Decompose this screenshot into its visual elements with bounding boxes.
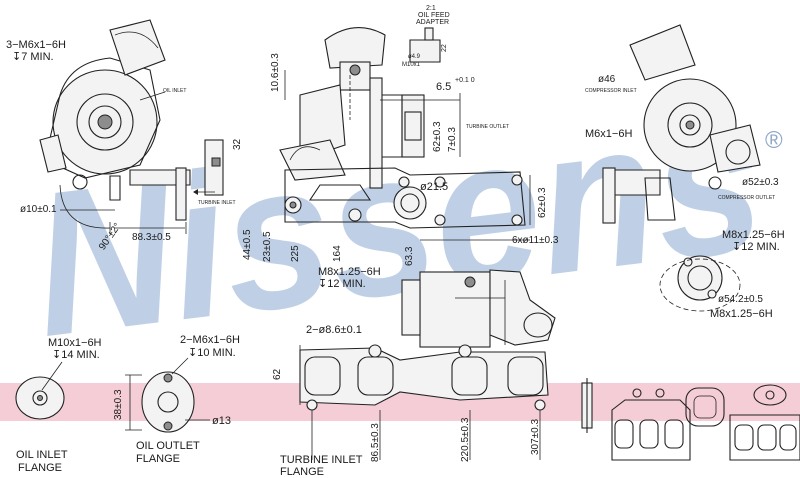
depth-14-label: ↧14 MIN.: [52, 349, 100, 361]
dim-7-label: 7±0.3: [447, 127, 458, 152]
dim-22-label: 22: [441, 44, 448, 52]
dia-54-2-label: ø54.2±0.5: [718, 294, 763, 305]
dia-21-5-label: ø21.5: [420, 181, 448, 193]
turbine-inlet-flange-title-1: TURBINE INLET: [280, 454, 363, 466]
dim-32-label: 32: [232, 138, 243, 150]
dia-13-label: ø13: [212, 415, 231, 427]
compressor-inlet-small-label: COMPRESSOR INLET: [585, 88, 637, 94]
turbine-inlet-small-label: TURBINE INLET: [198, 200, 236, 206]
thread-m6-label: M6x1−6H: [585, 128, 632, 140]
depth-12-a-label: ↧12 MIN.: [318, 278, 366, 290]
dim-44-label: 44±0.5: [242, 229, 253, 260]
gasket-kit-drawing: [581, 378, 800, 461]
oil-outlet-flange-drawing: [125, 357, 210, 433]
oil-inlet-flange-drawing: [15, 361, 65, 420]
oil-inlet-small-label: OIL INLET: [163, 88, 186, 94]
dim-62-b-label: 62±0.3: [537, 187, 548, 218]
oil-outlet-flange-title-2: FLANGE: [136, 453, 180, 465]
turbine-outlet-small-label: TURBINE OUTLET: [466, 124, 509, 130]
compressor-outlet-flange-view: [659, 255, 741, 312]
dim-62-c-label: 62: [272, 368, 283, 380]
dim-63-3-label: 63.3: [404, 246, 415, 266]
thread-2-m6-label: 2−M6x1−6H: [180, 334, 240, 346]
dim-225-label: 225: [290, 245, 301, 262]
registered-mark: ®: [765, 127, 783, 154]
oil-feed-adapter-scale: 2:1: [426, 5, 436, 12]
turbo-bottom-view: [401, 269, 556, 348]
dimension-labels: 3−M6x1−6H ↧7 MIN. OIL INLET ø10±0.1 90°±…: [6, 5, 785, 478]
depth-top-left: ↧7 MIN.: [12, 51, 54, 63]
thread-m10x1-label: M10x1−6H: [48, 337, 102, 349]
turbine-inlet-inset: [193, 139, 224, 196]
dim-10-6-label: 10.6±0.3: [270, 53, 281, 92]
dim-86-5-label: 86.5±0.3: [370, 423, 381, 462]
dia-4-9-label: ø4.9: [408, 54, 421, 60]
turbine-inlet-flange-drawing: [299, 344, 549, 460]
thread-m8-b-label: M8x1.25−6H: [722, 229, 785, 241]
dim-6-5-label: 6.5: [436, 81, 451, 93]
depth-12-b-label: ↧12 MIN.: [732, 241, 780, 253]
dia-46-label: ø46: [598, 74, 616, 85]
thread-m8-c-label: M8x1.25−6H: [710, 308, 773, 320]
dim-6-5-tolerance: +0.1 0: [455, 77, 475, 84]
depth-10-label: ↧10 MIN.: [188, 347, 236, 359]
dia-52-label: ø52±0.3: [742, 177, 779, 188]
thread-m10-label: M10x1: [402, 62, 421, 68]
turbine-outlet-flange-view: [284, 167, 531, 241]
turbo-left-view: [39, 19, 191, 234]
dim-164-label: 164: [332, 245, 343, 262]
dim-88-label: 88.3±0.5: [132, 232, 171, 243]
thread-top-left: 3−M6x1−6H: [6, 39, 66, 51]
oil-feed-adapter-label-1: OIL FEED: [418, 12, 450, 19]
dim-38-label: 38±0.3: [113, 389, 124, 420]
dim-307-label: 307±0.3: [530, 418, 541, 455]
compressor-outlet-small-label: COMPRESSOR OUTLET: [718, 195, 775, 201]
dim-62-a-label: 62±0.3: [432, 121, 443, 152]
turbo-right-view: [602, 24, 761, 224]
oil-inlet-flange-title-1: OIL INLET: [16, 449, 68, 461]
oil-outlet-flange-title-1: OIL OUTLET: [136, 440, 200, 452]
oil-feed-adapter-label-2: ADAPTER: [416, 19, 449, 26]
dim-220-5-label: 220.5±0.3: [460, 417, 471, 462]
oil-inlet-flange-title-2: FLANGE: [18, 462, 62, 474]
turbine-inlet-flange-title-2: FLANGE: [280, 466, 324, 478]
holes-2-8-6-label: 2−ø8.6±0.1: [306, 324, 362, 336]
dia-10-label: ø10±0.1: [20, 204, 57, 215]
dim-23-label: 23±0.5: [262, 231, 273, 262]
thread-m8-a-label: M8x1.25−6H: [318, 266, 381, 278]
holes-6x11-label: 6xø11±0.3: [512, 235, 559, 246]
